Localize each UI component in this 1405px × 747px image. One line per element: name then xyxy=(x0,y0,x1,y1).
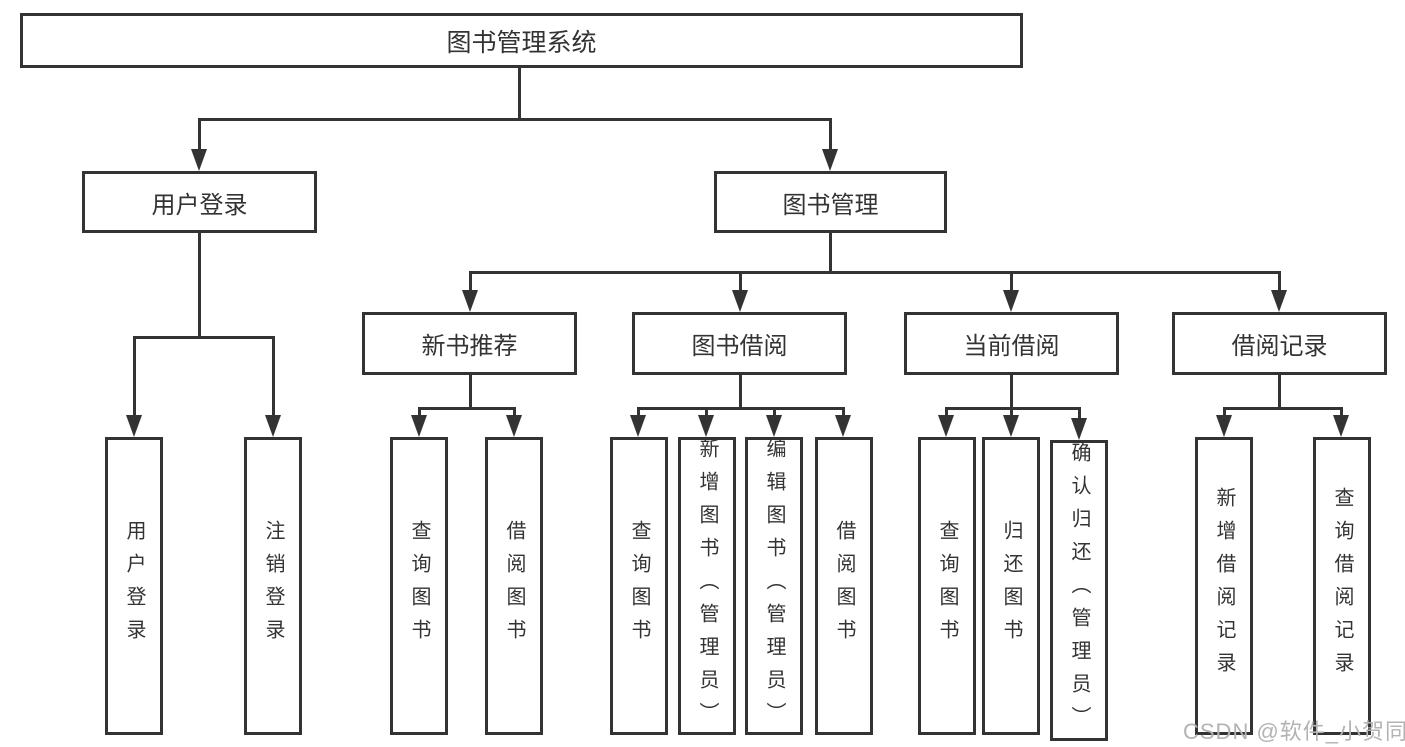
connector-hline xyxy=(469,271,1281,274)
leaf-logout: 注销登录 xyxy=(244,437,302,735)
arrowhead-down-icon xyxy=(835,415,851,437)
arrowhead-down-icon xyxy=(766,415,782,437)
node-user-login: 用户登录 xyxy=(82,171,317,233)
arrowhead-down-icon xyxy=(126,415,142,437)
arrowhead-down-icon xyxy=(506,415,522,437)
connector-vline xyxy=(1010,271,1013,292)
arrowhead-down-icon xyxy=(462,290,478,312)
connector-hline xyxy=(1223,407,1343,410)
node-borrow-records: 借阅记录 xyxy=(1172,312,1387,375)
connector-hline xyxy=(133,336,274,339)
arrowhead-down-icon xyxy=(1071,418,1087,440)
leaf-query-books-recommend: 查询图书 xyxy=(390,437,448,735)
arrowhead-down-icon xyxy=(732,290,748,312)
connector-vline xyxy=(1278,375,1281,407)
connector-vline xyxy=(773,407,776,419)
arrowhead-down-icon xyxy=(822,149,838,171)
leaf-borrow-books-recommend: 借阅图书 xyxy=(485,437,543,735)
arrowhead-down-icon xyxy=(1003,290,1019,312)
leaf-add-book-admin: 新增图书（管理员） xyxy=(678,437,736,735)
connector-vline xyxy=(469,271,472,292)
arrowhead-down-icon xyxy=(191,149,207,171)
arrowhead-down-icon xyxy=(1333,415,1349,437)
connector-hline xyxy=(198,118,832,121)
leaf-edit-book-admin: 编辑图书（管理员） xyxy=(745,437,803,735)
connector-hline xyxy=(418,407,516,410)
connector-hline xyxy=(637,407,845,410)
node-book-management: 图书管理 xyxy=(714,171,947,233)
leaf-query-books-current: 查询图书 xyxy=(918,437,976,735)
connector-vline xyxy=(739,271,742,292)
connector-vline xyxy=(1340,407,1343,419)
connector-vline xyxy=(272,336,275,417)
leaf-return-books: 归还图书 xyxy=(982,437,1040,735)
connector-hline xyxy=(945,407,1081,410)
connector-vline xyxy=(1278,271,1281,292)
connector-vline xyxy=(133,336,136,417)
leaf-confirm-return-admin: 确认归还（管理员） xyxy=(1050,440,1108,741)
leaf-query-borrow-record: 查询借阅记录 xyxy=(1313,437,1371,735)
connector-vline xyxy=(198,118,201,151)
node-new-book-recommend: 新书推荐 xyxy=(362,312,577,375)
leaf-query-books-borrow: 查询图书 xyxy=(610,437,668,735)
arrowhead-down-icon xyxy=(630,415,646,437)
connector-vline xyxy=(829,233,832,271)
node-current-borrow: 当前借阅 xyxy=(904,312,1119,375)
arrowhead-down-icon xyxy=(265,415,281,437)
connector-vline xyxy=(469,375,472,407)
connector-vline xyxy=(198,233,201,336)
connector-vline xyxy=(945,407,948,419)
arrowhead-down-icon xyxy=(1271,290,1287,312)
leaf-add-borrow-record: 新增借阅记录 xyxy=(1195,437,1253,735)
connector-vline xyxy=(513,407,516,419)
connector-vline xyxy=(1223,407,1226,419)
connector-vline xyxy=(418,407,421,419)
arrowhead-down-icon xyxy=(1003,415,1019,437)
arrowhead-down-icon xyxy=(938,415,954,437)
arrowhead-down-icon xyxy=(698,415,714,437)
connector-vline xyxy=(739,375,742,407)
connector-vline xyxy=(518,68,521,118)
connector-vline xyxy=(842,407,845,419)
connector-vline xyxy=(705,407,708,419)
connector-vline xyxy=(829,118,832,151)
leaf-user-login: 用户登录 xyxy=(105,437,163,735)
node-book-borrow: 图书借阅 xyxy=(632,312,847,375)
connector-vline xyxy=(1078,407,1081,419)
connector-vline xyxy=(1010,375,1013,407)
connector-vline xyxy=(637,407,640,419)
node-root-system: 图书管理系统 xyxy=(20,13,1023,68)
leaf-borrow-books-borrow: 借阅图书 xyxy=(815,437,873,735)
connector-vline xyxy=(1010,407,1013,419)
arrowhead-down-icon xyxy=(411,415,427,437)
arrowhead-down-icon xyxy=(1216,415,1232,437)
